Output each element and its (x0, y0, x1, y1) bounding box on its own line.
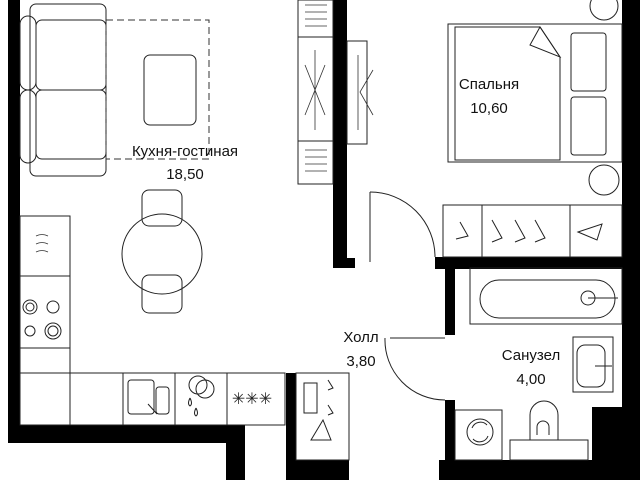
sink-icon (127, 379, 170, 415)
hall-wardrobe (295, 372, 350, 461)
walls (8, 0, 640, 480)
bedroom-wardrobe (442, 204, 623, 258)
washbasin (572, 336, 614, 393)
window-kitchen (297, 0, 334, 185)
bedroom-door (369, 191, 436, 262)
room-area: 18,50 (166, 166, 204, 183)
room-name: Кухня-гостиная (132, 143, 238, 160)
dining-table (121, 189, 203, 314)
hall-door (384, 337, 446, 401)
room-hall: Холл 3,80 (343, 329, 378, 370)
sofa (19, 3, 107, 177)
bed (447, 0, 623, 196)
cooktop-icon (22, 299, 62, 340)
kitchen-counter (19, 215, 286, 426)
room-name: Холл (343, 329, 378, 346)
bathtub (469, 267, 623, 325)
room-area: 10,60 (470, 100, 508, 117)
room-name: Санузел (502, 347, 560, 364)
rug (105, 19, 210, 160)
dishwasher-icon (188, 375, 215, 417)
svg-text:✳✳✳: ✳✳✳ (232, 391, 272, 408)
room-bathroom: Санузел 4,00 (502, 347, 560, 388)
room-name: Спальня (459, 76, 519, 93)
coffee-table (143, 54, 197, 126)
room-area: 4,00 (516, 371, 545, 388)
room-kitchen-living: Кухня-гостиная 18,50 (132, 143, 238, 183)
room-bedroom: Спальня 10,60 (459, 76, 519, 117)
fridge-icon: ✳✳✳ (232, 391, 272, 408)
toilet (509, 400, 589, 461)
washing-machine (454, 409, 503, 461)
room-area: 3,80 (346, 353, 375, 370)
window-bedroom (346, 40, 374, 145)
